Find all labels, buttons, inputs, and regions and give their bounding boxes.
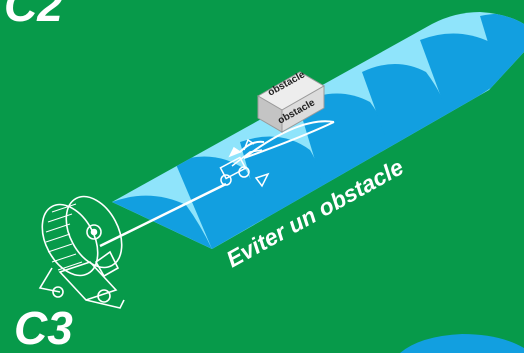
section-label-top: C2: [4, 0, 63, 28]
section-label-bottom: C3: [14, 305, 73, 351]
